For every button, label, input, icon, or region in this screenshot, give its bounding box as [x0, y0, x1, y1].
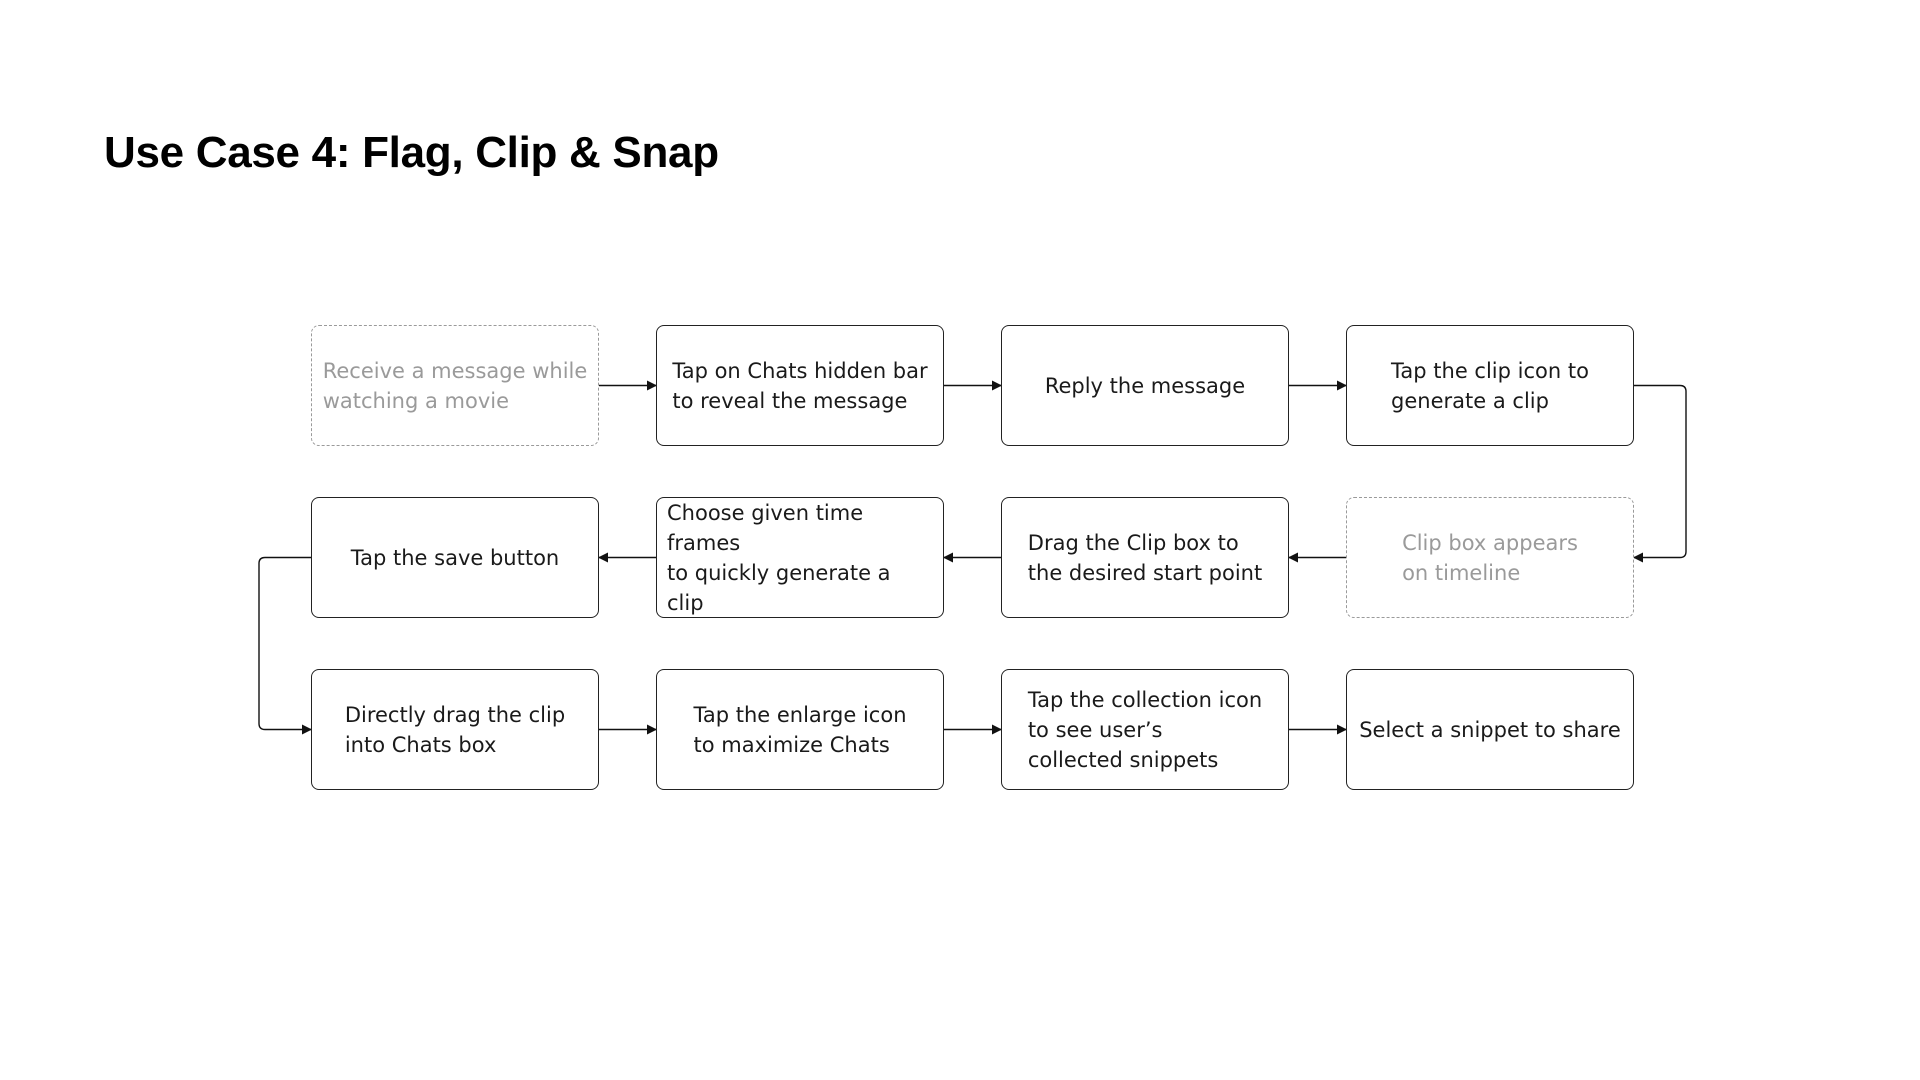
- step-select-snippet: Select a snippet to share: [1346, 669, 1634, 790]
- step-drag-clip-box: Drag the Clip box to the desired start p…: [1001, 497, 1289, 618]
- step-tap-chats-bar: Tap on Chats hidden bar to reveal the me…: [656, 325, 944, 446]
- step-tap-clip-icon: Tap the clip icon to generate a clip: [1346, 325, 1634, 446]
- step-reply-message: Reply the message: [1001, 325, 1289, 446]
- step-label: Clip box appears on timeline: [1402, 530, 1578, 585]
- connector-arrow: [258, 556, 312, 735]
- step-label: Tap on Chats hidden bar to reveal the me…: [672, 358, 928, 413]
- step-label: Drag the Clip box to the desired start p…: [1027, 530, 1263, 585]
- step-choose-time-frames: Choose given time frames to quickly gene…: [656, 497, 944, 618]
- step-label: Reply the message: [1044, 373, 1246, 398]
- step-label: Tap the clip icon to generate a clip: [1391, 358, 1589, 413]
- step-label: Receive a message while watching a movie: [322, 358, 588, 413]
- step-label: Select a snippet to share: [1359, 717, 1621, 742]
- step-label: Tap the save button: [350, 545, 560, 570]
- step-clip-box-appears: Clip box appears on timeline: [1346, 497, 1634, 618]
- connector-arrow: [1633, 384, 1687, 563]
- step-label: Tap the enlarge icon to maximize Chats: [693, 702, 907, 757]
- step-label: Tap the collection icon to see user’s co…: [1027, 687, 1263, 772]
- step-receive-message: Receive a message while watching a movie: [311, 325, 599, 446]
- step-drag-clip-into-chats: Directly drag the clip into Chats box: [311, 669, 599, 790]
- step-tap-collection-icon: Tap the collection icon to see user’s co…: [1001, 669, 1289, 790]
- page-title: Use Case 4: Flag, Clip & Snap: [104, 128, 719, 177]
- step-tap-enlarge-icon: Tap the enlarge icon to maximize Chats: [656, 669, 944, 790]
- step-label: Directly drag the clip into Chats box: [344, 702, 566, 757]
- step-tap-save-button: Tap the save button: [311, 497, 599, 618]
- step-label: Choose given time frames to quickly gene…: [667, 500, 891, 615]
